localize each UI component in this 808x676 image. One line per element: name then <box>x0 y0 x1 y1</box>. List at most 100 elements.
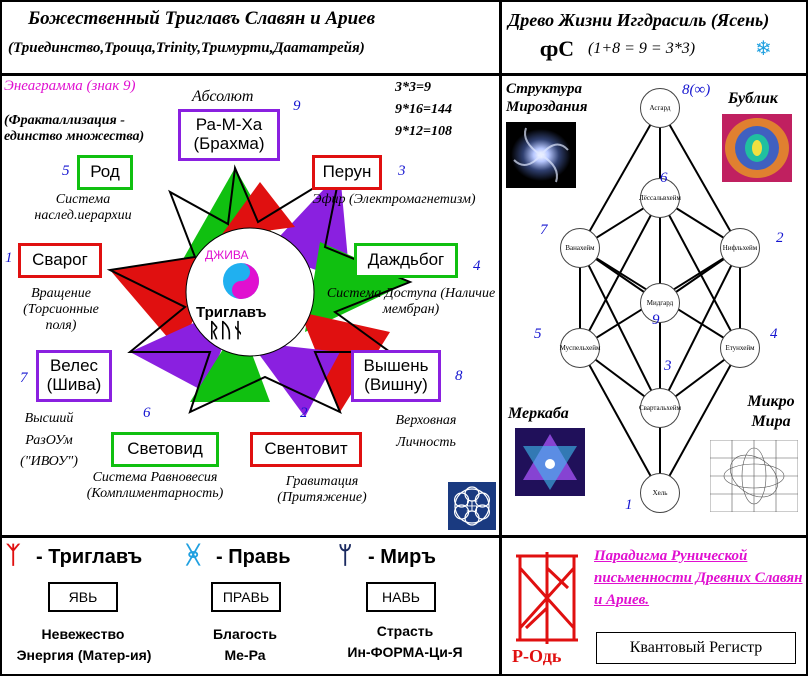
micro-world-image <box>710 440 798 512</box>
bublik-label: Бублик <box>728 90 778 107</box>
box-yav[interactable]: ЯВЬ <box>48 582 118 612</box>
border-bottom <box>0 674 808 676</box>
col2-line2: Ме-Ра <box>224 647 266 663</box>
label-verhovnaya: Верховная Личность <box>395 413 457 450</box>
merkaba-image <box>515 428 585 496</box>
label-gravitaciya: Гравитация (Притяжение) <box>277 474 367 505</box>
box-rama[interactable]: Ра-М-Ха (Брахма) <box>178 109 280 161</box>
label-efir: Эфир (Электромагнетизм) <box>312 192 476 207</box>
rune-symbol-icon: ȹϹ <box>540 36 574 61</box>
center-dzhiva: ДЖИВА <box>205 248 249 262</box>
divider-header <box>0 73 808 76</box>
label-sistema-dostupa: Система Доступа (Наличие мембран) <box>326 286 496 317</box>
tree-num-4: 4 <box>770 326 778 342</box>
triangle-purple-c <box>250 342 340 417</box>
col2-line1: Благость <box>212 626 277 642</box>
enneagram-title: Энеаграмма (знак 9) <box>4 78 136 94</box>
legend-prav: - Правь <box>216 546 291 568</box>
tree-num-8: 8(∞) <box>682 82 711 98</box>
paradigm-text: Парадигма Рунической письменности Древни… <box>594 548 803 608</box>
tree-num-1: 1 <box>625 497 633 513</box>
tree-num-9: 9 <box>652 312 660 328</box>
rod-rune-icon <box>516 552 578 644</box>
border-left <box>0 0 2 676</box>
tree-num-3: 3 <box>664 358 672 374</box>
galaxy-image <box>506 122 576 188</box>
box-dazhdbog[interactable]: Даждьбог <box>354 243 458 278</box>
absolut-label: Абсолют <box>192 88 254 105</box>
box-svetovid[interactable]: Световид <box>111 432 219 467</box>
triangle-green-c <box>190 322 270 402</box>
col1-line2: Энергия (Матер-ия) <box>16 647 152 663</box>
triangle-red-c <box>220 182 295 237</box>
num-9: 9 <box>293 98 301 114</box>
tree-num-6: 6 <box>660 170 668 186</box>
num-8: 8 <box>455 368 463 384</box>
col3-line1: Страсть <box>376 623 434 639</box>
struktura-label: Структура Мироздания <box>506 81 588 115</box>
label-sistema-ravn: Система Равновесия (Комплиментарность) <box>86 470 224 501</box>
node-niflheim[interactable]: Нифльхейм <box>720 228 760 268</box>
box-vyshen[interactable]: Вышень (Вишну) <box>351 350 441 402</box>
legend-triglav: - Триглавъ <box>36 546 143 568</box>
tree-num-2: 2 <box>776 230 784 246</box>
num-6: 6 <box>143 405 151 421</box>
col3-line2: Ин-ФОРМА-Ци-Я <box>347 644 463 660</box>
node-vanaheim[interactable]: Ванахейм <box>560 228 600 268</box>
divider-vertical <box>499 0 502 676</box>
yin-yang-icon <box>223 263 259 299</box>
main-subtitle: (Триединство,Троица,Trinity,Тримурти,Даа… <box>8 40 365 56</box>
tree-formula: (1+8 = 9 = 3*3) <box>588 40 696 57</box>
num-1: 1 <box>5 250 13 266</box>
border-top <box>0 0 808 2</box>
box-prav[interactable]: ПРАВЬ <box>211 582 281 612</box>
num-2: 2 <box>300 405 308 421</box>
box-veles[interactable]: Велес (Шива) <box>36 350 112 402</box>
legend-mir: - Миръ <box>368 546 436 568</box>
triangle-red-b <box>300 312 390 412</box>
box-nav[interactable]: НАВЬ <box>366 582 436 612</box>
tree-num-5: 5 <box>534 326 542 342</box>
node-asgard[interactable]: Асгард <box>640 88 680 128</box>
divider-bottom <box>0 535 808 538</box>
merkaba-label: Меркаба <box>508 405 569 422</box>
triglav-rune-icon: ᛉ <box>6 543 21 569</box>
math-9x16: 9*16=144 <box>395 102 452 117</box>
tree-num-7: 7 <box>540 222 548 238</box>
node-lesal[interactable]: Лёссальвхейм <box>639 178 681 218</box>
center-rune: ᚱᚢᚾ <box>208 320 244 342</box>
num-5: 5 <box>62 163 70 179</box>
node-etun[interactable]: Етунхейм <box>720 328 760 368</box>
snowflake-icon: ❄ <box>755 38 772 60</box>
num-4: 4 <box>473 258 481 274</box>
node-svartal[interactable]: Свартальхейм <box>639 388 681 428</box>
triangle-green-b <box>305 242 410 332</box>
center-triglav: Триглавъ <box>196 304 267 321</box>
mikro-label: Микро Мира <box>747 393 795 430</box>
label-sistema-nasled: Система наслед.иерархии <box>34 192 132 223</box>
node-midgard[interactable]: Мидгард <box>640 283 680 323</box>
label-vrashenie: Вращение (Торсионные поля) <box>23 286 99 333</box>
emblem-icon: 卐 <box>448 482 496 530</box>
math-3x3: 3*3=9 <box>395 80 431 95</box>
kvant-box[interactable]: Квантовый Регистр <box>596 632 796 664</box>
tree-title: Древо Жизни Иггдрасиль (Ясень) <box>508 10 770 30</box>
torus-image <box>722 114 792 182</box>
col1-line1: Невежество <box>41 626 125 642</box>
node-hel[interactable]: Хель <box>640 473 680 513</box>
main-title: Божественный Триглавъ Славян и Ариев <box>28 8 376 29</box>
node-muspel[interactable]: Муспельхейм <box>560 328 600 368</box>
fractal-label: (Фракталлизация - единство множества) <box>4 113 145 144</box>
border-right <box>806 0 808 676</box>
math-9x12: 9*12=108 <box>395 124 452 139</box>
box-perun[interactable]: Перун <box>312 155 382 190</box>
box-sventovit[interactable]: Свентовит <box>250 432 362 467</box>
rod-caption: Р-Одь <box>512 646 562 666</box>
svg-text:卐: 卐 <box>465 500 478 515</box>
box-rod[interactable]: Род <box>77 155 133 190</box>
num-7: 7 <box>20 370 28 386</box>
mir-rune-icon: ᛘ <box>338 543 353 569</box>
label-vysshiy: Высший РазОУм ("ИВОУ") <box>20 411 78 470</box>
num-3: 3 <box>398 163 406 179</box>
box-svarog[interactable]: Сварог <box>18 243 102 278</box>
